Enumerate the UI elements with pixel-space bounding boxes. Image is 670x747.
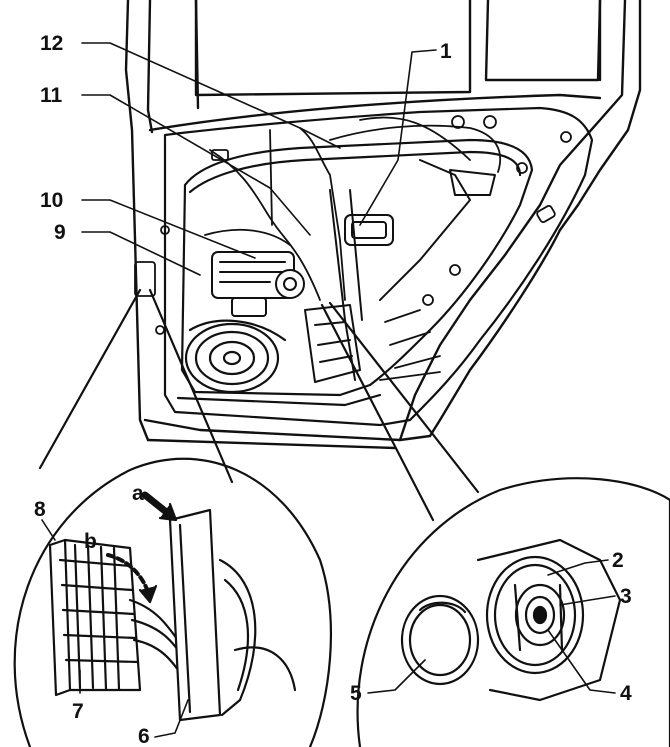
leader-5	[367, 659, 426, 694]
callout-1: 1	[440, 40, 452, 63]
leader-3	[559, 595, 616, 606]
window-motor	[211, 251, 305, 317]
callout-3: 3	[620, 585, 632, 608]
arrow-b	[106, 553, 150, 594]
callout-10: 10	[40, 189, 63, 212]
callout-6: 6	[138, 725, 150, 747]
leader-1	[359, 49, 437, 226]
cable-runs	[204, 116, 502, 301]
leader-8	[41, 519, 56, 541]
callout-9: 9	[54, 221, 66, 244]
callout-labels: 1 2 3 4 5 6 7 8 9 10 11 12 a b	[34, 32, 632, 747]
leader-11	[81, 94, 311, 236]
callout-11: 11	[40, 84, 63, 107]
callout-2: 2	[612, 549, 624, 572]
door-speaker	[184, 319, 287, 394]
leader-12	[81, 42, 341, 149]
door-shell	[124, 0, 642, 450]
door-lock	[304, 304, 361, 383]
callout-8: 8	[34, 498, 46, 521]
leader-6	[154, 699, 189, 738]
callout-5: 5	[350, 682, 362, 705]
callout-4: 4	[620, 682, 632, 705]
fixing-holes	[134, 115, 572, 381]
detail-circle-speaker	[320, 301, 670, 747]
callout-12: 12	[40, 32, 63, 55]
connector-detail	[48, 491, 297, 722]
leader-9	[81, 231, 201, 276]
callout-7: 7	[72, 700, 84, 723]
leader-10	[81, 199, 256, 259]
arrow-label-b: b	[84, 530, 97, 553]
speaker-detail	[400, 538, 622, 702]
inner-panel	[163, 106, 594, 427]
leader-4	[547, 629, 616, 694]
arrow-label-a: a	[132, 482, 144, 505]
leader-lines	[41, 42, 616, 738]
window-regulator	[329, 159, 496, 381]
leader-2	[547, 559, 609, 576]
detail-circle-connector	[13, 288, 332, 747]
